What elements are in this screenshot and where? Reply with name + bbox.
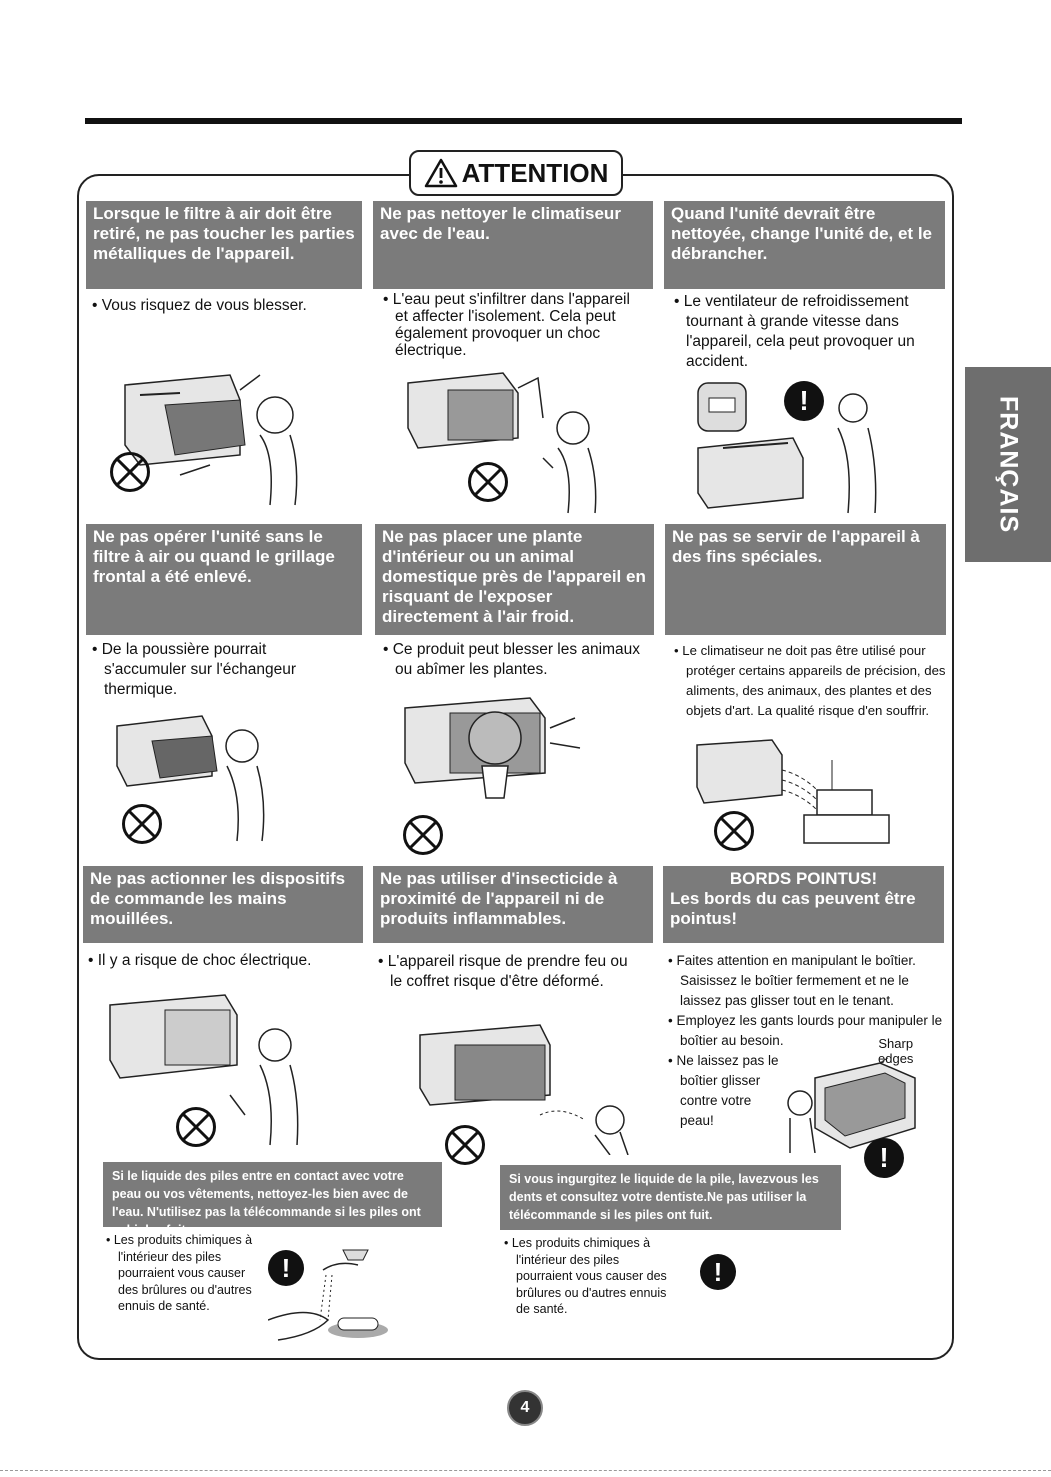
prohibition-icon (110, 452, 150, 492)
prohibition-icon (176, 1107, 216, 1147)
cell-4-body: • De la poussière pourrait s'accumuler s… (92, 641, 297, 698)
prohibition-icon (445, 1125, 485, 1165)
cell-5-body: • Ce produit peut blesser les animaux ou… (383, 641, 641, 678)
ac-wet-hands-illustration (109, 994, 299, 1146)
prohibition-icon (122, 804, 162, 844)
battery-warning-1-body: • Les produits chimiques à l'intérieur d… (106, 1233, 253, 1313)
warning-triangle-icon (424, 158, 457, 188)
cell-1-body: • Vous risquez de vous blesser. (92, 297, 307, 314)
mandatory-icon: ! (268, 1250, 304, 1286)
cell-1-header: Lorsque le filtre à air doit être retiré… (86, 201, 362, 289)
language-tab-label: FRANÇAIS (994, 395, 1023, 534)
language-tab: FRANÇAIS (965, 367, 1051, 562)
ac-plant-animal-illustration (404, 697, 581, 799)
sharp-edges-label: Sharp edges (878, 1036, 914, 1066)
cell-8-header: Ne pas utiliser d'insecticide à proximit… (373, 866, 653, 943)
ac-sharp-edges-illustration (787, 1058, 916, 1153)
cell-9-body: • Faites attention en manipulant le boît… (668, 953, 943, 1128)
attention-title: ATTENTION (461, 157, 609, 188)
cell-3-body: • Le ventilateur de refroidissement tour… (674, 293, 915, 370)
mandatory-icon: ! (784, 381, 824, 421)
mandatory-icon: ! (864, 1138, 904, 1178)
mandatory-icon: ! (700, 1254, 736, 1290)
page-number: 4 (507, 1390, 543, 1426)
cell-4-header: Ne pas opérer l'unité sans le filtre à a… (86, 524, 362, 635)
cell-2-header: Ne pas nettoyer le climatiseur avec de l… (373, 201, 653, 289)
ac-insecticide-illustration (419, 1024, 629, 1155)
cell-7-body: • Il y a risque de choc électrique. (88, 952, 312, 969)
cell-5-header: Ne pas placer une plante d'intérieur ou … (375, 524, 654, 635)
cell-9-header: BORDS POINTUS! Les bords du cas peuvent … (663, 866, 944, 943)
battery-warning-1-header: Si le liquide des piles entre en contact… (103, 1162, 442, 1237)
prohibition-icon (403, 815, 443, 855)
cell-9-header-subtitle: Les bords du cas peuvent être pointus! (670, 889, 916, 928)
ac-filter-removal-illustration (124, 374, 298, 506)
cell-8-body: • L'appareil risque de prendre feu ou le… (378, 953, 628, 990)
cell-2-body: • L'eau peut s'infiltrer dans l'appareil… (383, 291, 630, 359)
top-rule (85, 118, 962, 124)
cell-6-body: • Le climatiseur ne doit pas être utilis… (674, 643, 946, 718)
page-bottom-rule (0, 1470, 1051, 1471)
cell-9-header-title: BORDS POINTUS! (729, 869, 878, 888)
ac-unplug-cleaning-illustration (697, 382, 877, 514)
cell-7-header: Ne pas actionner les dispositifs de comm… (83, 866, 363, 943)
prohibition-icon (468, 462, 508, 502)
washing-hands-illustration (268, 1249, 388, 1341)
ac-no-filter-illustration (116, 715, 265, 842)
battery-warning-2-header: Si vous ingurgitez le liquide de la pile… (500, 1165, 841, 1230)
attention-banner: ATTENTION (409, 150, 623, 196)
prohibition-icon (714, 811, 754, 851)
cell-3-header: Quand l'unité devrait être nettoyée, cha… (664, 201, 945, 289)
ac-special-use-illustration (696, 739, 890, 844)
cell-6-header: Ne pas se servir de l'appareil à des fin… (665, 524, 946, 635)
ac-water-cleaning-illustration (407, 372, 597, 514)
battery-warning-2-body: • Les produits chimiques à l'intérieur d… (504, 1236, 667, 1316)
